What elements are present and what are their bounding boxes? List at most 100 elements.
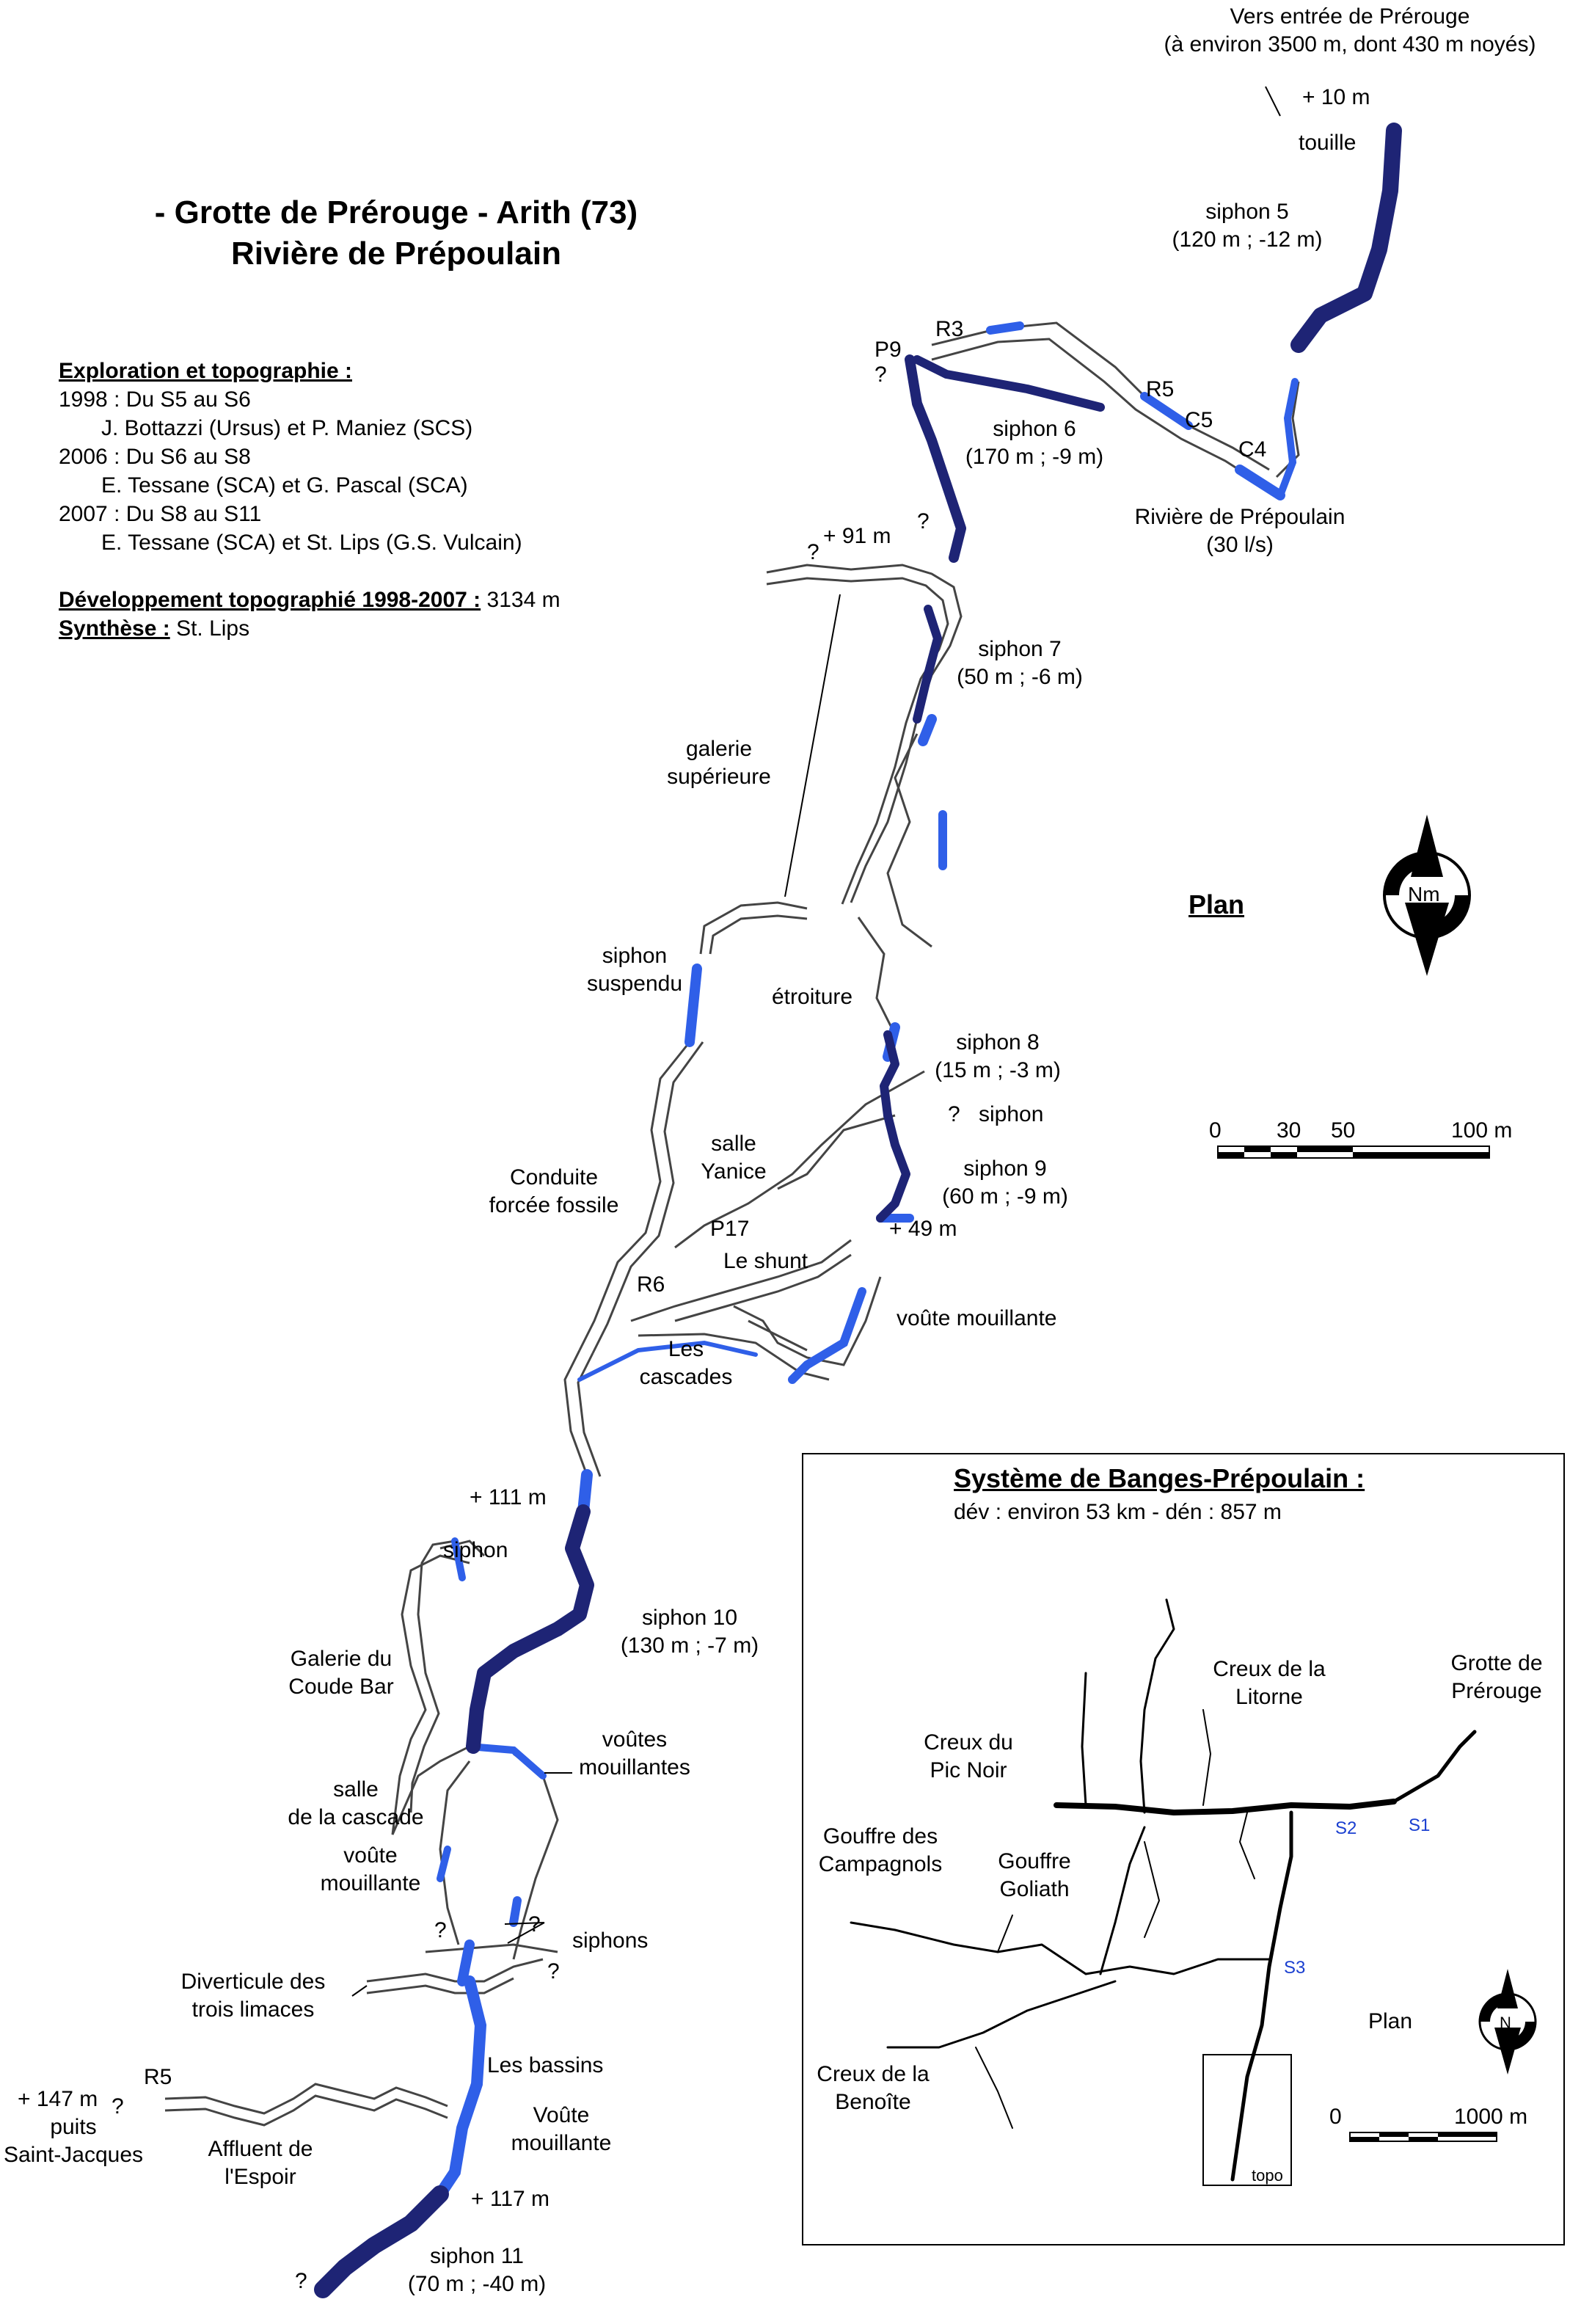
label-q-siph3: ? — [547, 1959, 560, 1984]
label-siphon8: siphon 8(15 m ; -3 m) — [935, 1030, 1061, 1082]
exploration-row: E. Tessane (SCA) et G. Pascal (SCA) — [101, 473, 468, 498]
deep-siphons — [314, 123, 1402, 2298]
inset-plan-label: Plan — [1368, 2009, 1413, 2033]
exploration-info: Exploration et topographie : 1998 : Du S… — [59, 357, 561, 643]
label-plus49: + 49 m — [889, 1217, 957, 1241]
label-q-siph1: ? — [434, 1918, 447, 1942]
inset-title: Système de Banges-Prépoulain : — [954, 1463, 1365, 1493]
label-les-bassins: Les bassins — [487, 2053, 604, 2077]
exploration-row: 2006 : Du S6 au S8 — [59, 445, 251, 469]
scale-bar-main — [1217, 1145, 1490, 1159]
label-le-shunt: Le shunt — [723, 1249, 808, 1273]
inset-topo-label: topo — [1252, 2166, 1283, 2185]
development-line: Développement topographié 1998-2007 : 31… — [59, 586, 561, 614]
label-q-91b: ? — [807, 540, 819, 564]
label-siphon11: siphon 11(70 m ; -40 m) — [407, 2244, 547, 2296]
label-plus91: + 91 m — [823, 524, 891, 548]
label-r5-top: R5 — [1146, 377, 1175, 401]
label-p9: P9 — [875, 338, 902, 362]
label-r3: R3 — [935, 317, 964, 341]
label-vers-entree: Vers entrée de Prérouge(à environ 3500 m… — [1164, 4, 1536, 57]
label-plus117: + 117 m — [471, 2187, 550, 2211]
scale-tick-50: 50 — [1331, 1118, 1356, 1143]
label-r5-bottom: R5 — [144, 2065, 172, 2089]
label-p17: P17 — [710, 1217, 750, 1241]
title-line-2: Rivière de Prépoulain — [231, 236, 561, 272]
label-siphon5: siphon 5(120 m ; -12 m) — [1172, 200, 1323, 252]
exploration-row: 1998 : Du S5 au S6 — [59, 387, 251, 412]
north-label: Nm — [1408, 883, 1440, 906]
label-siphon10: siphon 10(130 m ; -7 m) — [620, 1606, 759, 1658]
inset-scale-1000: 1000 m — [1454, 2105, 1528, 2129]
inset-label-s3: S3 — [1284, 1958, 1306, 1978]
dev-heading: Développement topographié 1998-2007 : — [59, 588, 481, 612]
exploration-row: 2007 : Du S8 au S11 — [59, 502, 262, 526]
inset-subtitle: dév : environ 53 km - dén : 857 m — [954, 1500, 1282, 1524]
label-siphon-111: siphon — [443, 1538, 508, 1562]
inset-north-label: N — [1500, 2014, 1511, 2032]
label-q-siphon: ? — [948, 1102, 960, 1126]
title-line-1: - Grotte de Prérouge - Arith (73) — [154, 194, 638, 230]
label-touille: touille — [1299, 131, 1357, 155]
label-siphon6: siphon 6(170 m ; -9 m) — [965, 417, 1104, 469]
label-etroiture: étroiture — [772, 985, 853, 1009]
label-q-siph2: ? — [528, 1912, 541, 1937]
label-q-91: ? — [917, 509, 930, 533]
scale-tick-0: 0 — [1209, 1118, 1222, 1143]
label-q-p9: ? — [875, 363, 887, 387]
inset-topo-box — [1202, 2054, 1292, 2186]
label-c4: C4 — [1238, 437, 1267, 462]
label-plus10: + 10 m — [1302, 85, 1370, 109]
label-siphons: siphons — [572, 1928, 649, 1953]
scale-tick-100: 100 m — [1451, 1118, 1513, 1143]
label-siphon-side: siphon — [979, 1102, 1044, 1126]
inset-scale-0: 0 — [1329, 2105, 1342, 2129]
plan-heading: Plan — [1189, 889, 1245, 919]
leader-lines — [351, 86, 1281, 1997]
label-siphon9: siphon 9(60 m ; -9 m) — [942, 1156, 1068, 1209]
scale-bar-inset — [1349, 2132, 1497, 2142]
label-c5: C5 — [1185, 408, 1213, 432]
synth-value: St. Lips — [176, 616, 250, 641]
system-inset-frame — [802, 1453, 1565, 2245]
label-r6: R6 — [637, 1272, 665, 1297]
inset-label-s2: S2 — [1335, 1818, 1357, 1838]
exploration-row: J. Bottazzi (Ursus) et P. Maniez (SCS) — [101, 416, 473, 440]
label-q-r5: ? — [112, 2094, 124, 2119]
inset-label-s1: S1 — [1409, 1815, 1431, 1835]
exploration-heading: Exploration et topographie : — [59, 359, 353, 383]
label-riviere: Rivière de Prépoulain(30 l/s) — [1134, 505, 1346, 557]
exploration-rows: 1998 : Du S5 au S6 J. Bottazzi (Ursus) et… — [59, 385, 561, 557]
synthesis-line: Synthèse : St. Lips — [59, 614, 561, 643]
north-arrow-main — [1383, 815, 1471, 976]
label-plus147: + 147 m — [18, 2087, 98, 2111]
label-plus111: + 111 m — [470, 1485, 547, 1509]
inset-cave-network — [850, 1598, 1477, 2182]
synth-heading: Synthèse : — [59, 616, 170, 641]
exploration-row: E. Tessane (SCA) et St. Lips (G.S. Vulca… — [101, 531, 522, 555]
map-title: - Grotte de Prérouge - Arith (73) Rivièr… — [132, 192, 660, 274]
north-arrow-inset — [1478, 1969, 1537, 2075]
label-siphon7: siphon 7(50 m ; -6 m) — [957, 637, 1083, 689]
dev-value: 3134 m — [486, 588, 561, 612]
label-q-siphon11: ? — [295, 2269, 307, 2293]
